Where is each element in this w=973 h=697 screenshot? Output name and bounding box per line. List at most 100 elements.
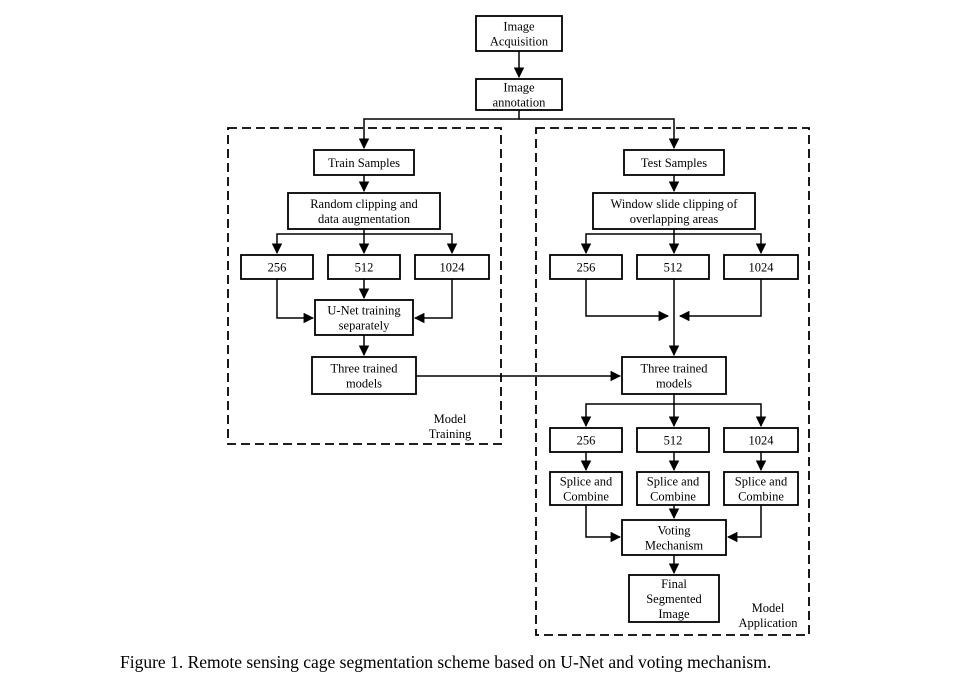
- node-box: [240, 254, 314, 280]
- node-label: data augmentation: [318, 212, 411, 226]
- node-train-samples: Train Samples: [313, 149, 415, 176]
- connector-arrow: [678, 279, 762, 322]
- connector-arrow: [519, 118, 680, 150]
- node-box: [549, 471, 623, 506]
- connector-arrow: [358, 110, 520, 150]
- node-label: Final: [661, 577, 687, 591]
- connector-arrow: [726, 505, 762, 543]
- node-label: Voting: [657, 524, 691, 538]
- node-label: Image: [503, 20, 535, 34]
- connector-arrow: [413, 279, 453, 324]
- node-label: Window slide clipping of: [611, 197, 739, 211]
- connector-arrow: [674, 233, 767, 255]
- node-box: [414, 254, 490, 280]
- connector-arrow: [364, 233, 458, 255]
- region-label-training: Training: [429, 427, 472, 441]
- connector-arrow: [674, 403, 767, 428]
- node-test-512: 512: [636, 254, 710, 280]
- node-label: Mechanism: [645, 539, 704, 553]
- node-label: Test Samples: [641, 156, 707, 170]
- connectors: [271, 51, 767, 575]
- node-label: Splice and: [735, 475, 788, 489]
- region-label-application: Application: [738, 616, 798, 630]
- node-train-1024: 1024: [414, 254, 490, 280]
- node-train-256: 256: [240, 254, 314, 280]
- node-label: 1024: [749, 434, 775, 448]
- node-box: [287, 192, 441, 230]
- node-apply-1024: 1024: [723, 427, 799, 453]
- node-box: [549, 254, 623, 280]
- connector-arrow: [580, 233, 674, 255]
- node-box: [313, 149, 415, 176]
- node-label: Random clipping and: [310, 197, 418, 211]
- connector-arrow: [585, 279, 670, 322]
- node-box: [628, 574, 720, 623]
- node-test-256: 256: [549, 254, 623, 280]
- node-box: [475, 15, 563, 52]
- node-box: [636, 254, 710, 280]
- region-label-training: Model: [434, 412, 467, 426]
- node-label: models: [346, 377, 382, 391]
- node-box: [311, 356, 417, 395]
- node-label: 256: [577, 261, 596, 275]
- node-label: 1024: [749, 261, 775, 275]
- connector-arrow: [580, 403, 674, 428]
- node-train-512: 512: [327, 254, 401, 280]
- node-box: [636, 471, 710, 506]
- node-label: 512: [664, 261, 683, 275]
- node-label: 1024: [440, 261, 466, 275]
- connector-arrow: [271, 233, 364, 255]
- node-label: Combine: [563, 490, 609, 504]
- node-label: Image: [658, 607, 690, 621]
- node-label: Combine: [738, 490, 784, 504]
- node-label: U-Net training: [327, 304, 401, 318]
- node-box: [314, 299, 414, 336]
- node-label: Acquisition: [490, 35, 549, 49]
- region-label-application: Model: [752, 601, 785, 615]
- node-box: [636, 427, 710, 453]
- node-label: separately: [339, 319, 390, 333]
- node-apply-256: 256: [549, 427, 623, 453]
- node-label: 512: [355, 261, 374, 275]
- node-test-1024: 1024: [723, 254, 799, 280]
- node-label: Splice and: [647, 475, 700, 489]
- node-box: [723, 427, 799, 453]
- node-box: [327, 254, 401, 280]
- node-box: [549, 427, 623, 453]
- node-box: [623, 149, 725, 176]
- node-label: 256: [268, 261, 287, 275]
- node-box: [723, 471, 799, 506]
- node-label: annotation: [493, 96, 547, 110]
- node-box: [475, 78, 563, 111]
- figure-caption: Figure 1. Remote sensing cage segmentati…: [120, 652, 772, 672]
- connector-arrow: [276, 279, 315, 324]
- node-label: Three trained: [331, 362, 399, 376]
- node-box: [592, 192, 756, 230]
- node-box: [621, 356, 727, 395]
- node-label: Train Samples: [328, 156, 400, 170]
- node-label: Combine: [650, 490, 696, 504]
- node-label: overlapping areas: [630, 212, 719, 226]
- node-label: Three trained: [641, 362, 709, 376]
- connector-arrow: [585, 505, 622, 543]
- node-label: Segmented: [646, 592, 702, 606]
- node-label: 256: [577, 434, 596, 448]
- node-label: Splice and: [560, 475, 613, 489]
- node-label: Image: [503, 81, 535, 95]
- node-label: 512: [664, 434, 683, 448]
